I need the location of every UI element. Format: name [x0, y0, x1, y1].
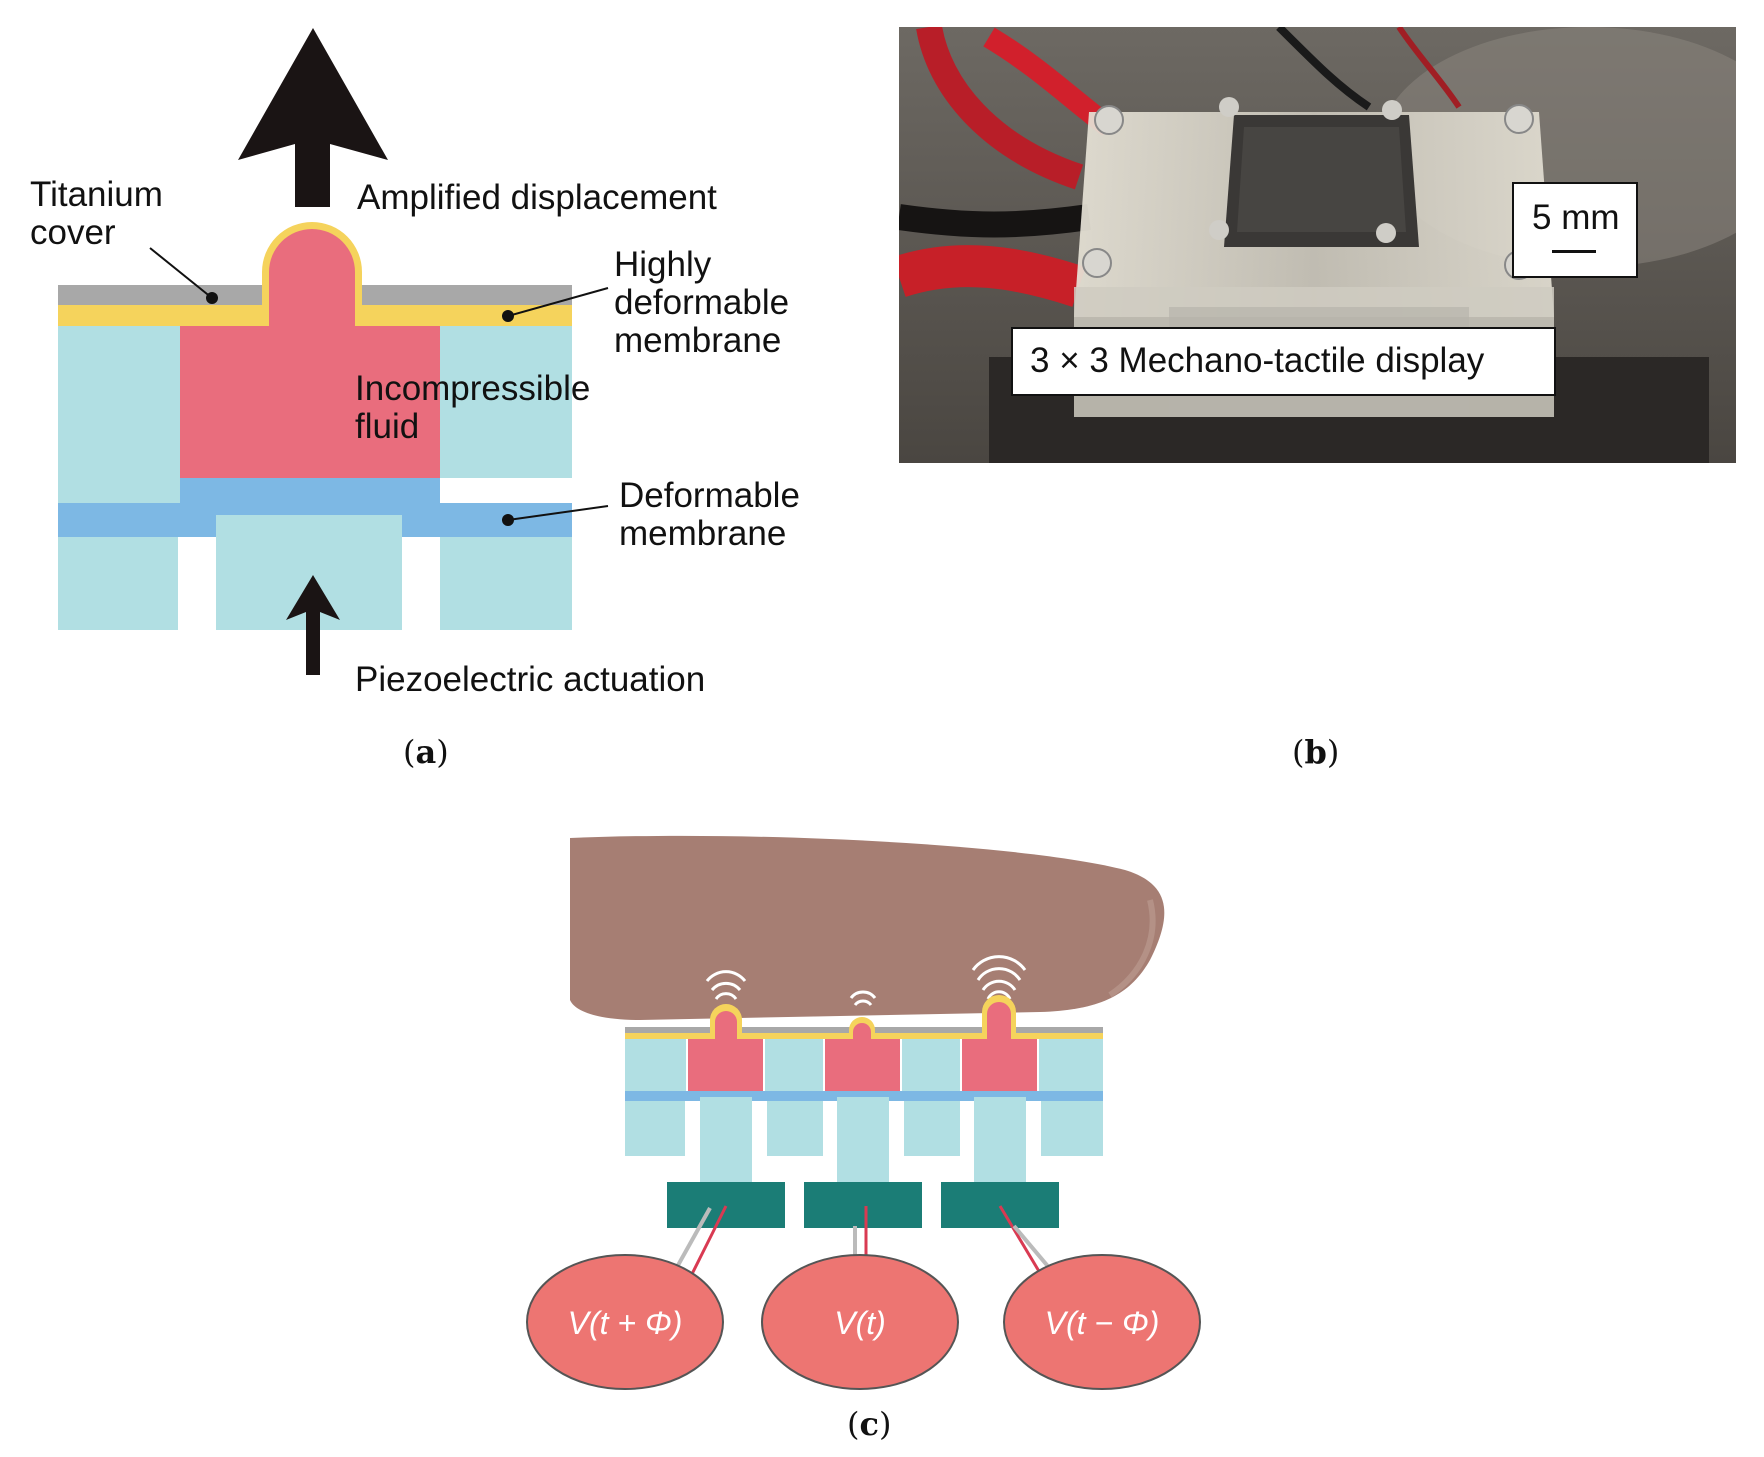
- label-incompressible-fluid: Incompressible fluid: [355, 369, 591, 446]
- scale-bar-box: 5 mm: [1512, 182, 1638, 278]
- panel-a-diagram: [58, 28, 609, 675]
- label-deformable-membrane: Deformable membrane: [619, 476, 800, 553]
- fluid-chamber-right: [962, 1039, 1037, 1091]
- caption-c: (c): [847, 1405, 892, 1443]
- piezo-actuator-right: [941, 1182, 1059, 1228]
- amplified-displacement-arrow: [238, 28, 388, 207]
- voltage-label-right: V(t − Φ): [1045, 1305, 1160, 1341]
- label-titanium-cover: Titanium cover: [30, 175, 163, 252]
- device-photo: 5 mm 3 × 3 Mechano-tactile display: [899, 27, 1736, 463]
- vibration-mark-right: [971, 955, 1027, 1000]
- substrate-right-top: [440, 326, 572, 478]
- label-amplified-displacement: Amplified displacement: [357, 178, 717, 217]
- deformable-membrane-layer: [58, 478, 572, 537]
- incompressible-fluid-region: [180, 229, 440, 478]
- voltage-label-center: V(t): [834, 1305, 886, 1341]
- fluid-chamber-center: [825, 1039, 900, 1091]
- scale-bar-line: [1552, 250, 1596, 253]
- piezoelectric-actuation-arrow: [286, 575, 340, 675]
- voltage-source-center: [761, 1254, 959, 1390]
- panel-c-diagram: V(t + Φ) V(t) V(t − Φ): [526, 835, 1201, 1390]
- caption-a: (a): [403, 733, 449, 771]
- label-piezoelectric-actuation: Piezoelectric actuation: [355, 660, 706, 699]
- scale-bar-label: 5 mm: [1532, 198, 1620, 237]
- highly-deformable-membrane-marker: [502, 310, 514, 322]
- titanium-cover-marker: [206, 292, 218, 304]
- label-highly-deformable-membrane: Highly deformable membrane: [614, 245, 790, 360]
- substrate-right-bottom: [440, 537, 572, 630]
- piezo-actuator-left: [667, 1182, 785, 1228]
- piezo-actuator-center: [804, 1182, 922, 1228]
- substrate-left-bottom: [58, 537, 178, 630]
- fluid-chamber-left: [688, 1039, 763, 1091]
- substrate-left-top: [58, 326, 180, 503]
- deformable-membrane-marker: [502, 514, 514, 526]
- voltage-source-left: [526, 1254, 724, 1390]
- vibration-mark-left: [705, 970, 747, 1000]
- display-label-box: 3 × 3 Mechano-tactile display: [1011, 327, 1556, 396]
- voltage-source-right: [1003, 1254, 1201, 1390]
- vibration-mark-center: [849, 990, 877, 1007]
- caption-b: (b): [1292, 733, 1340, 771]
- voltage-label-left: V(t + Φ): [568, 1305, 683, 1341]
